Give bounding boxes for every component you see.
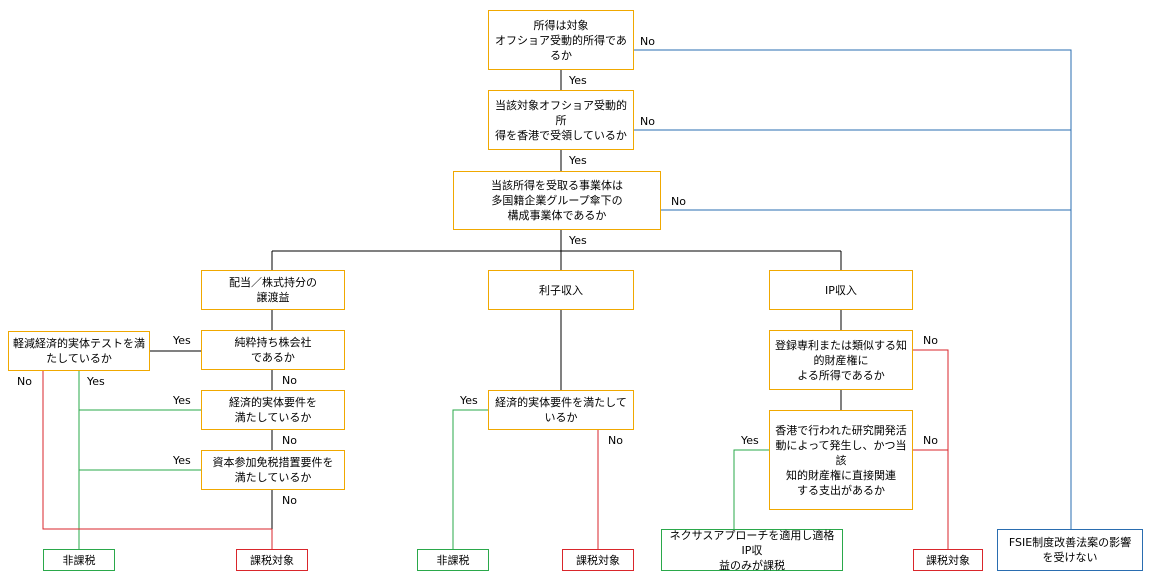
q-reduced-economic-substance-test: 軽減経済的実体テストを満 たしているか xyxy=(8,331,150,371)
label-no-econ-div: No xyxy=(282,434,297,447)
category-interest-income: 利子収入 xyxy=(488,270,634,310)
outcome-taxable-ip: 課税対象 xyxy=(913,549,983,571)
label-yes-q2: Yes xyxy=(569,154,587,167)
q-participation-exemption: 資本参加免税措置要件を 満たしているか xyxy=(201,450,345,490)
label-yes-econ-int: Yes xyxy=(460,394,478,407)
label-no-patent: No xyxy=(923,334,938,347)
q-mne-constituent-entity: 当該所得を受取る事業体は 多国籍企業グループ傘下の 構成事業体であるか xyxy=(453,171,661,230)
label-no-q2: No xyxy=(640,115,655,128)
q-economic-substance-dividend: 経済的実体要件を 満たしているか xyxy=(201,390,345,430)
q-received-in-hong-kong: 当該対象オフショア受動的所 得を香港で受領しているか xyxy=(488,90,634,150)
q-registered-patent-ip: 登録専利または類似する知 的財産権に よる所得であるか xyxy=(769,330,913,390)
label-yes-rnd: Yes xyxy=(741,434,759,447)
outcome-taxable-dividend: 課税対象 xyxy=(236,549,308,571)
category-dividend-disposal-gain: 配当／株式持分の 譲渡益 xyxy=(201,270,345,310)
label-no-q1: No xyxy=(640,35,655,48)
q-economic-substance-interest: 経済的実体要件を満たして いるか xyxy=(488,390,634,430)
label-yes-pure-holding: Yes xyxy=(173,334,191,347)
label-no-pure-holding: No xyxy=(282,374,297,387)
label-no-participation: No xyxy=(282,494,297,507)
label-no-econ-int: No xyxy=(608,434,623,447)
label-yes-econ-div: Yes xyxy=(173,394,191,407)
q-offshore-passive-income: 所得は対象 オフショア受動的所得であるか xyxy=(488,10,634,70)
label-no-light-test: No xyxy=(17,375,32,388)
outcome-not-affected-by-fsie: FSIE制度改善法案の影響 を受けない xyxy=(997,529,1143,571)
label-yes-q3: Yes xyxy=(569,234,587,247)
label-no-q3: No xyxy=(671,195,686,208)
outcome-nexus-approach: ネクサスアプローチを適用し適格IP収 益のみが課税 xyxy=(661,529,843,572)
outcome-taxable-interest: 課税対象 xyxy=(562,549,634,571)
category-ip-income: IP収入 xyxy=(769,270,913,310)
outcome-non-taxable-interest: 非課税 xyxy=(417,549,489,571)
label-no-rnd: No xyxy=(923,434,938,447)
q-pure-equity-holding-entity: 純粋持ち株会社 であるか xyxy=(201,330,345,370)
label-yes-q1: Yes xyxy=(569,74,587,87)
outcome-non-taxable-dividend: 非課税 xyxy=(43,549,115,571)
q-hk-rnd-expenditure: 香港で行われた研究開発活 動によって発生し、かつ当該 知的財産権に直接関連 する… xyxy=(769,410,913,510)
label-yes-participation: Yes xyxy=(173,454,191,467)
label-yes-light-test: Yes xyxy=(87,375,105,388)
